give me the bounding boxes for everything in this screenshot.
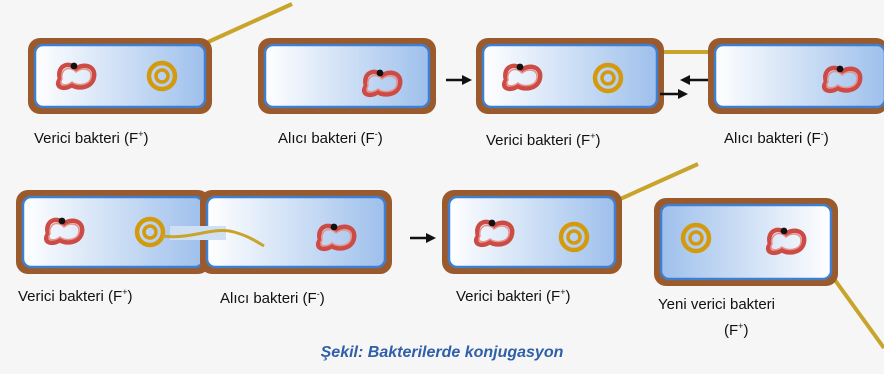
- new-donor-sign: (F+): [724, 321, 749, 340]
- new-donor-cell: [654, 198, 838, 286]
- pilus-icon: [207, 2, 293, 44]
- recipient-label-3: Alıcı bakteri (F-): [220, 289, 325, 308]
- recipient-label-2: Alıcı bakteri (F-): [724, 129, 829, 148]
- recipient-cell-2: [708, 38, 884, 114]
- new-donor-label: Yeni verici bakteri: [658, 296, 776, 313]
- donor-cell-1: [28, 38, 212, 114]
- pilus-icon: [617, 162, 699, 202]
- figure-caption: Şekil: Bakterilerde konjugasyon: [320, 344, 564, 361]
- donor-cell-2: [476, 38, 664, 114]
- donor-cell-3: [16, 190, 210, 274]
- donor-label-3: Verici bakteri (F+): [18, 287, 133, 306]
- pilus-icon: [830, 274, 884, 350]
- arrow-left-icon: [680, 75, 708, 85]
- donor-label-1: Verici bakteri (F+): [34, 129, 149, 148]
- donor-label-4: Verici bakteri (F+): [456, 287, 571, 306]
- arrow-right-icon: [410, 233, 436, 243]
- arrow-right-icon: [660, 89, 688, 99]
- donor-cell-4: [442, 190, 622, 274]
- donor-label-2: Verici bakteri (F+): [486, 131, 601, 150]
- recipient-label-1: Alıcı bakteri (F-): [278, 129, 383, 148]
- recipient-cell-1: [258, 38, 436, 114]
- dna-strand-icon: [161, 229, 265, 248]
- arrow-right-icon: [446, 75, 472, 85]
